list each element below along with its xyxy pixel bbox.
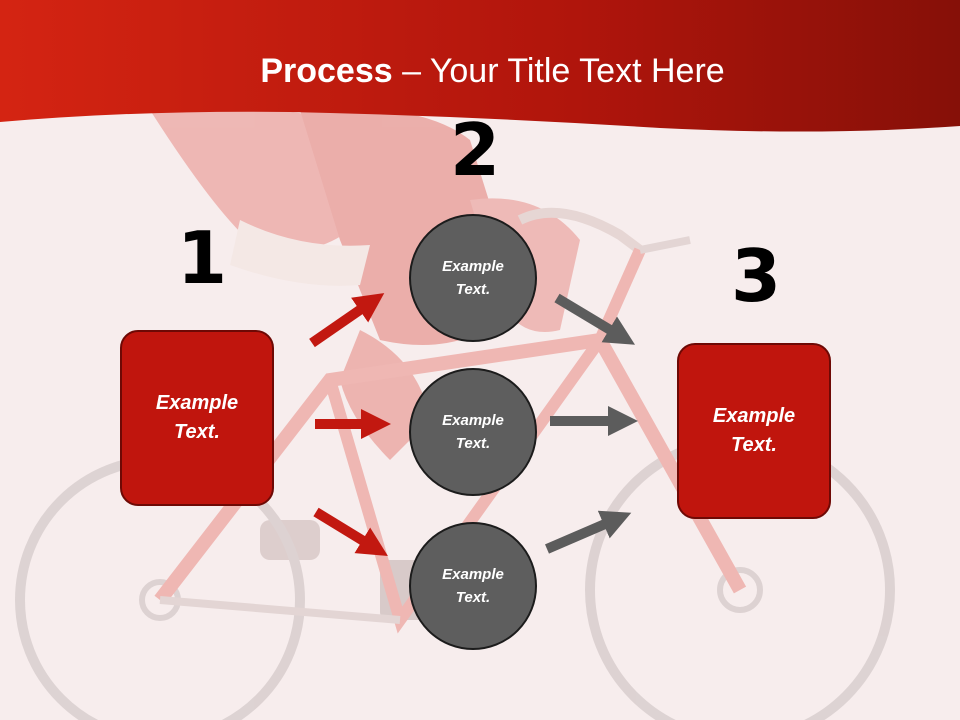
circle-top-line1: Example [442, 258, 504, 275]
circle-middle-line2: Text. [455, 435, 491, 452]
start-box-line2: Text. [174, 421, 220, 443]
circle-bottom-line1: Example [442, 566, 504, 583]
start-box-line1: Example [155, 392, 239, 414]
title-rest: – Your Title Text Here [392, 52, 725, 90]
end-box-line2: Text. [731, 434, 777, 456]
arrow-to-bottom-circle [313, 507, 388, 556]
arrow-from-bottom-circle [545, 510, 632, 554]
title-bold: Process [260, 52, 393, 90]
step-number-1: 1 [177, 216, 228, 300]
end-box-line1: Example [712, 405, 796, 427]
title-banner [0, 0, 960, 132]
step-number-3: 3 [731, 234, 782, 318]
page-title: Process – Your Title Text Here [0, 52, 960, 91]
circle-middle-line1: Example [442, 412, 504, 429]
step-number-2: 2 [450, 108, 501, 192]
arrow-to-top-circle [309, 293, 385, 348]
circle-top-line2: Text. [455, 281, 491, 298]
circle-bottom-line2: Text. [455, 589, 491, 606]
arrow-from-top-circle [554, 293, 636, 345]
